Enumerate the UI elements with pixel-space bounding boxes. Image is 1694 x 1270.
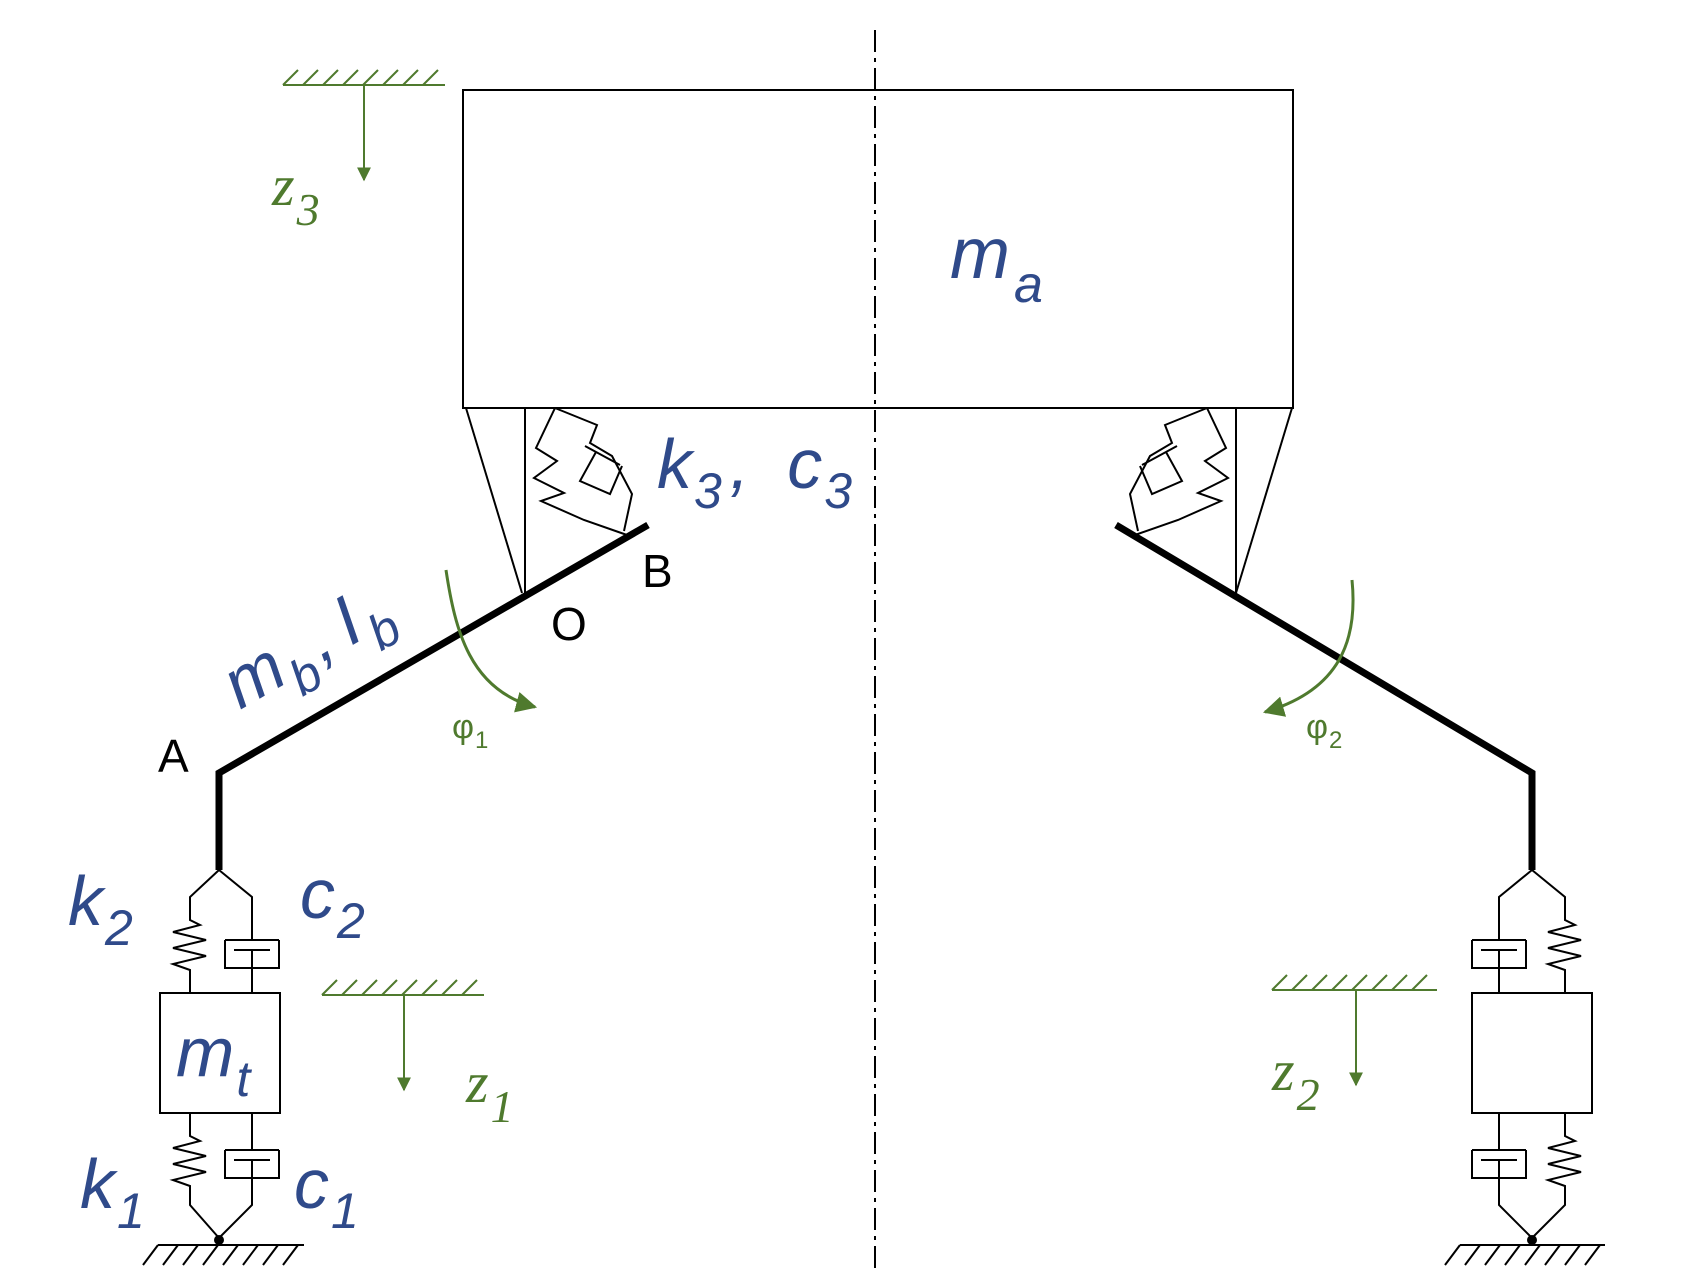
label-point-a: A <box>158 730 189 782</box>
car-body <box>462 89 1294 409</box>
label-c2: c2 <box>300 855 365 949</box>
label-z2: z2 <box>1271 1038 1320 1120</box>
z2-reference <box>1271 974 1437 1087</box>
label-point-o: O <box>551 598 587 650</box>
right-bogie-lever <box>1114 521 1536 870</box>
right-secondary-suspension <box>1128 407 1230 536</box>
label-k2: k2 <box>68 862 133 956</box>
svg-text:mb,Ib: mb,Ib <box>209 566 411 737</box>
label-point-b: B <box>642 545 673 597</box>
z1-reference <box>321 979 484 1092</box>
label-phi2: φ2 <box>1306 708 1342 754</box>
label-mt: mt <box>176 1013 252 1107</box>
left-secondary-suspension <box>532 407 634 536</box>
right-ground <box>1444 1244 1605 1266</box>
right-ground-contact <box>1527 1235 1537 1245</box>
left-primary-suspension-upper <box>169 869 280 993</box>
left-primary-suspension-lower <box>169 1113 280 1239</box>
label-k1: k1 <box>80 1145 145 1239</box>
label-c1: c1 <box>294 1145 359 1239</box>
label-z1: z1 <box>465 1050 514 1132</box>
label-z3: z3 <box>271 153 320 235</box>
label-ma: ma <box>950 214 1043 314</box>
right-bracket <box>1235 407 1293 594</box>
label-mb-ib: mb,Ib <box>209 566 411 737</box>
label-phi1: φ1 <box>452 708 488 754</box>
left-bogie-lever <box>215 521 650 870</box>
left-bracket <box>465 407 526 594</box>
right-primary-suspension-upper <box>1471 869 1582 993</box>
z3-reference <box>282 69 445 182</box>
left-ground <box>142 1244 304 1266</box>
left-axle-mass <box>159 992 281 1114</box>
left-ground-contact <box>214 1235 224 1245</box>
right-primary-suspension-lower <box>1471 1113 1582 1239</box>
right-axle-mass <box>1471 992 1593 1114</box>
phi1-rotation-arrow <box>444 569 538 713</box>
phi2-rotation-arrow <box>1262 579 1355 717</box>
label-k3-c3: k3,c3 <box>657 425 852 519</box>
